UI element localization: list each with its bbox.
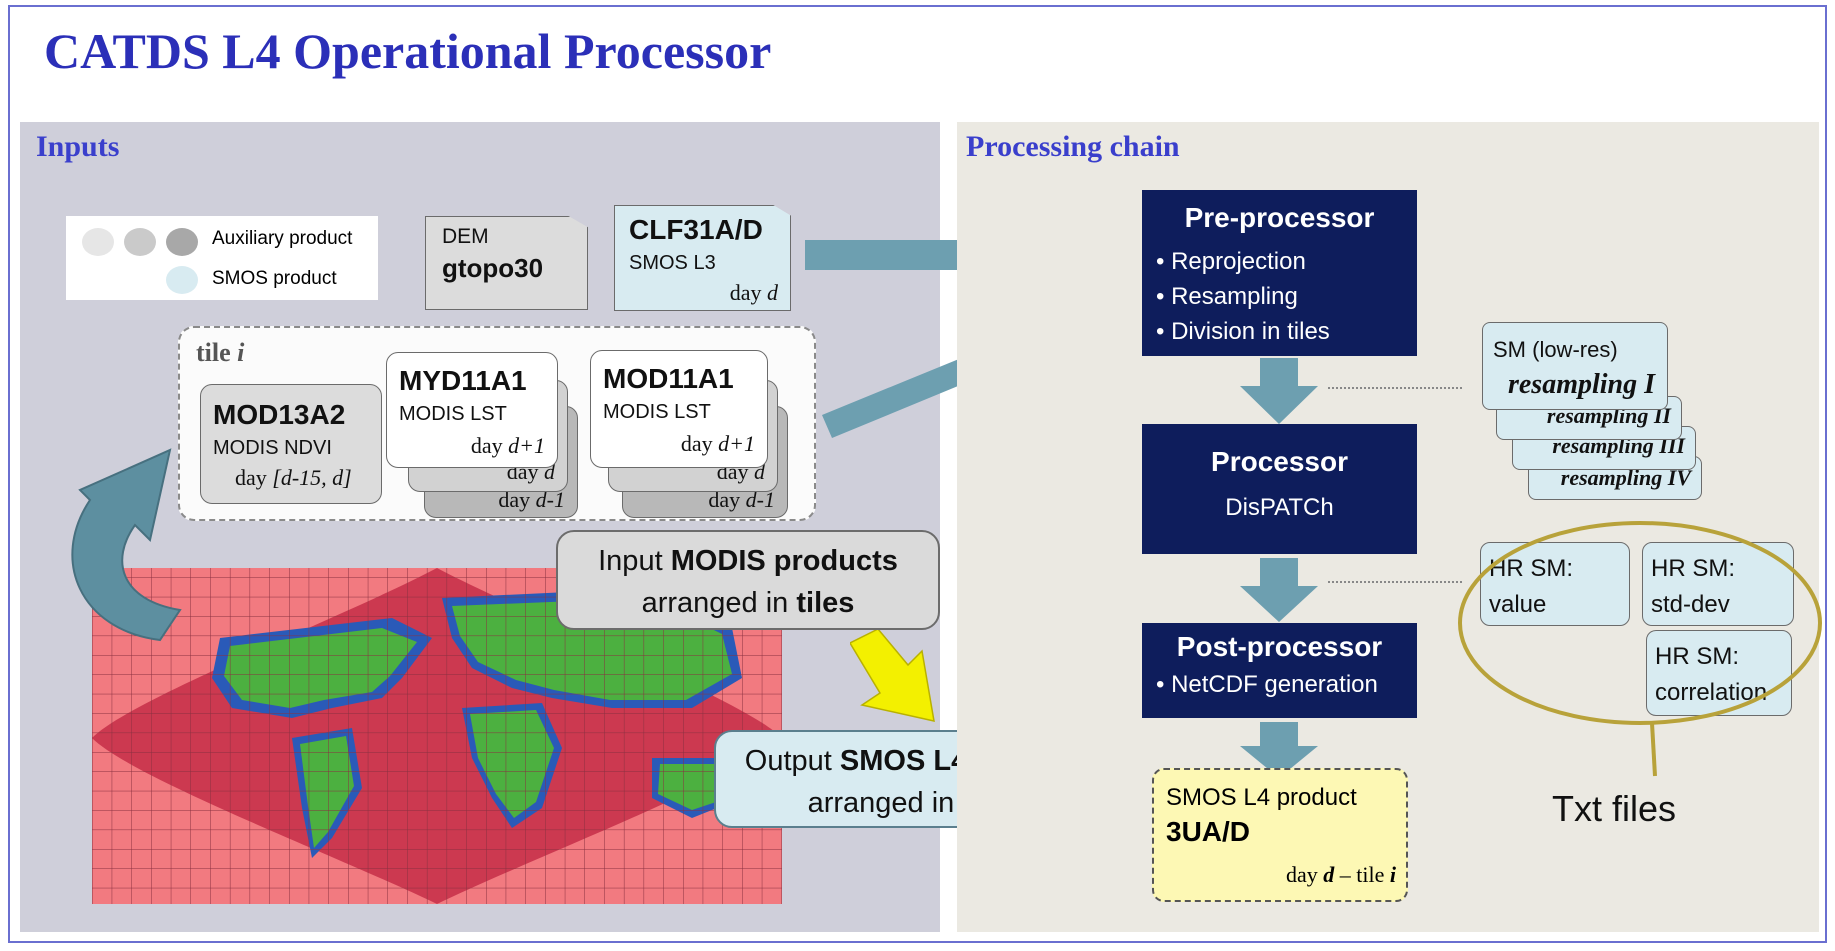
aux-circle-mid-icon [124, 228, 156, 256]
inputs-header: Inputs [36, 130, 120, 163]
sinusoidal-tile-map [92, 568, 782, 904]
curved-arrow-icon [71, 448, 182, 642]
dem-name: gtopo30 [442, 253, 544, 283]
mod13-card: MOD13A2 MODIS NDVI day [d-15, d] [200, 384, 382, 504]
preprocessor-step: Reprojection [1156, 244, 1417, 279]
mod13-sub: MODIS NDVI [213, 437, 332, 459]
preprocessor-step: Resampling [1156, 279, 1417, 314]
l4-day-tile: day d – tile i [1286, 862, 1396, 887]
aux-circle-light-icon [82, 228, 114, 256]
hr-connector [1328, 581, 1462, 583]
postprocessor-steps: NetCDF generation [1142, 667, 1417, 702]
clf-card: CLF31A/D SMOS L3 day d [614, 205, 791, 311]
txt-files-ellipse [1458, 521, 1822, 777]
mod13-name: MOD13A2 [213, 399, 346, 430]
mod11-card: MOD11A1 MODIS LST day d+1 [590, 350, 768, 468]
postprocessor-step: NetCDF generation [1156, 667, 1417, 702]
preprocessor-box: Pre-processor Reprojection Resampling Di… [1142, 190, 1417, 356]
processor-sub: DisPATCh [1225, 494, 1334, 521]
sm-head: SM (low-res) [1493, 337, 1618, 362]
legend: Auxiliary product SMOS product [66, 216, 378, 300]
smos-circle-icon [166, 266, 198, 294]
hr-sm-stddev-label: HR SM:std-dev [1651, 555, 1735, 618]
l4-name: 3UA/D [1166, 816, 1251, 847]
myd11-sub: MODIS LST [399, 403, 507, 425]
processing-header: Processing chain [966, 130, 1180, 163]
myd11-day-d1: day d+1 [470, 433, 545, 458]
mod11-day-d1: day d+1 [680, 431, 755, 456]
preprocessor-step: Division in tiles [1156, 314, 1417, 349]
yellow-down-arrow-icon [850, 628, 935, 722]
postprocessor-box: Post-processor NetCDF generation [1142, 623, 1417, 718]
preprocessor-steps: Reprojection Resampling Division in tile… [1142, 244, 1417, 349]
input-modis-callout: Input MODIS products arranged in tiles [556, 530, 940, 630]
myd11-name: MYD11A1 [399, 365, 527, 396]
clf-day: day d [729, 280, 778, 305]
legend-aux-label: Auxiliary product [212, 228, 353, 249]
myd11-card: MYD11A1 MODIS LST day d+1 [386, 352, 558, 468]
sm-connector [1328, 387, 1462, 389]
clf-name: CLF31A/D [629, 214, 763, 245]
slide-title: CATDS L4 Operational Processor [44, 23, 772, 79]
post-to-l4-arrow-icon [1240, 722, 1318, 778]
dem-card: DEM gtopo30 [425, 216, 588, 310]
pre-to-proc-arrow-icon [1240, 358, 1318, 424]
postprocessor-title: Post-processor [1176, 631, 1383, 662]
dem-label: DEM [442, 225, 489, 248]
processor-title: Processor [1211, 446, 1348, 477]
sm-resampling-i: SM (low-res) resampling I [1482, 322, 1668, 410]
clf-sub: SMOS L3 [629, 252, 716, 274]
mod13-day: day [d-15, d] [235, 465, 352, 490]
mod11-name: MOD11A1 [603, 363, 734, 394]
hr-sm-stddev: HR SM:std-dev [1642, 542, 1794, 626]
aux-circle-dark-icon [166, 228, 198, 256]
proc-to-post-arrow-icon [1240, 558, 1318, 622]
tile-label: tile i [196, 338, 245, 367]
hr-sm-correlation: HR SM:correlation [1646, 630, 1792, 716]
mod11-sub: MODIS LST [603, 401, 711, 423]
l4-label: SMOS L4 product [1166, 784, 1357, 811]
processor-box: Processor DisPATCh [1142, 424, 1417, 554]
l4-product-card: SMOS L4 product 3UA/D day d – tile i [1152, 768, 1408, 902]
txt-files-label: Txt files [1552, 788, 1677, 829]
legend-smos-label: SMOS product [212, 268, 337, 289]
sm-resampling-i-label: resampling I [1507, 369, 1655, 400]
preprocessor-title: Pre-processor [1184, 202, 1375, 233]
